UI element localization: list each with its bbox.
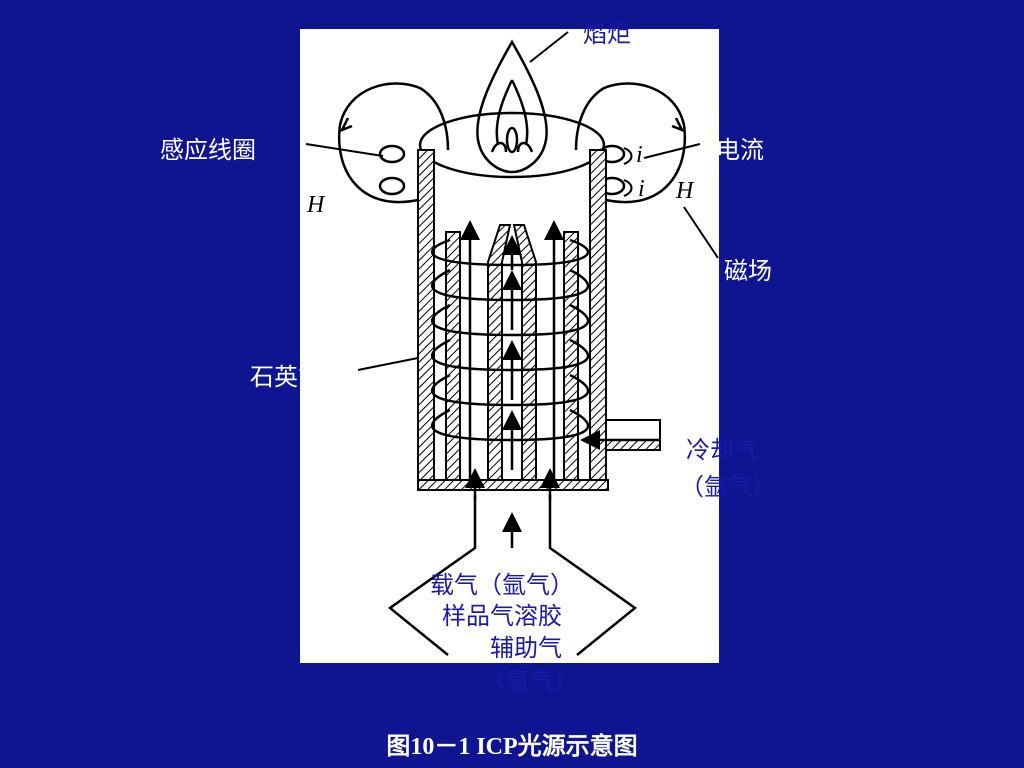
torch-base xyxy=(417,479,609,491)
label-cooling-gas-argon: （氩气） xyxy=(680,473,776,501)
label-h-left: H xyxy=(307,192,325,218)
label-sample-aerosol: 样品气溶胶 xyxy=(442,602,562,630)
magnetic-field-loops xyxy=(337,82,687,204)
gas-inlet-funnel xyxy=(387,495,638,656)
label-h-right: H xyxy=(676,178,694,204)
leader-lines xyxy=(305,31,719,371)
label-carrier-gas: 载气（氩气） xyxy=(430,571,574,599)
label-induction-coil: 感应线圈 xyxy=(160,136,256,164)
label-current: 电流 xyxy=(716,136,764,164)
current-arrows xyxy=(623,147,633,197)
label-i-bottom: i xyxy=(638,176,645,202)
label-cooling-gas: 冷却气 xyxy=(686,436,758,464)
label-i-top: i xyxy=(636,142,643,168)
figure-caption: 图10－1 ICP光源示意图 xyxy=(386,734,638,760)
flame-shape xyxy=(476,39,548,174)
label-magnetic-field: 磁场 xyxy=(724,257,772,285)
flow-arrows xyxy=(460,220,660,548)
outer-quartz-tube xyxy=(417,149,661,481)
label-flame: 焰炬 xyxy=(583,20,631,48)
label-auxiliary-gas: 辅助气 xyxy=(490,634,562,662)
label-auxiliary-gas-argon: （氩气） xyxy=(482,667,578,695)
label-quartz-tube: 石英管 xyxy=(250,363,322,391)
